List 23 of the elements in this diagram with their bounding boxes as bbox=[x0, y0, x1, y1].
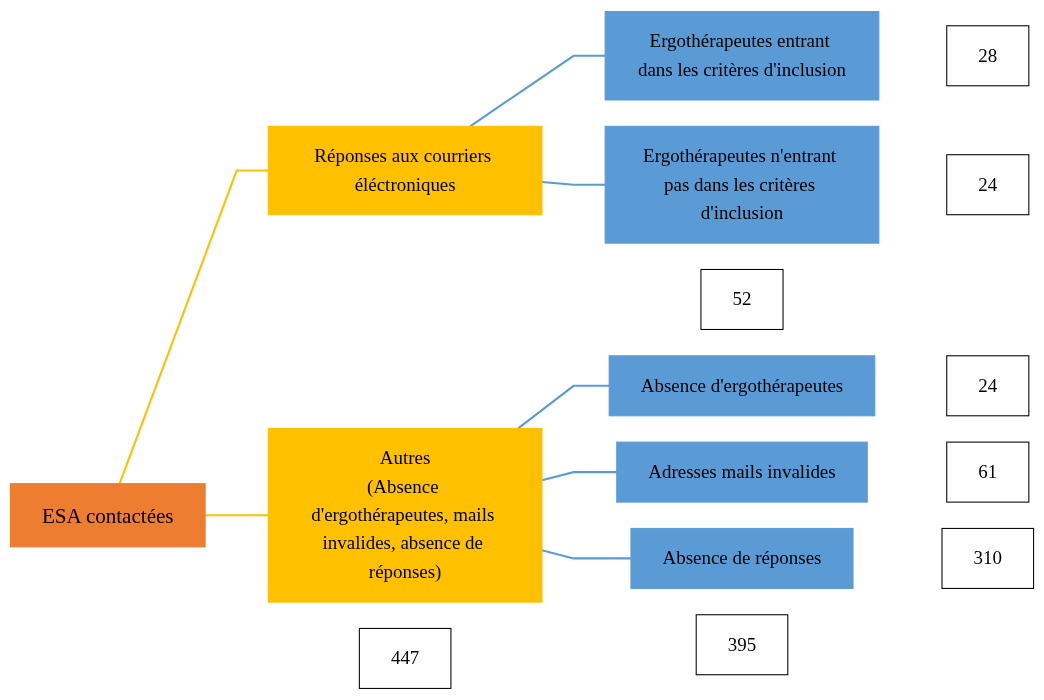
connector bbox=[541, 471, 617, 482]
connector bbox=[541, 549, 631, 560]
node-box: 395 bbox=[695, 614, 789, 676]
node-box: 61 bbox=[946, 441, 1030, 503]
connector bbox=[118, 169, 269, 485]
node-box: Ergothérapeutes entrant dans les critères d'inclusion bbox=[604, 11, 880, 101]
node-box: 310 bbox=[941, 527, 1035, 589]
connector bbox=[469, 54, 606, 128]
node-box: 28 bbox=[946, 25, 1030, 87]
node-box: 24 bbox=[946, 355, 1030, 417]
node-box: Réponses aux courriers éléctroniques bbox=[267, 125, 543, 216]
node-box: 24 bbox=[946, 154, 1030, 216]
node-box: Ergothérapeutes n'entrant pas dans les critères d'inclusion bbox=[604, 125, 880, 244]
node-box: Adresses mails invalides bbox=[616, 441, 868, 503]
connector bbox=[517, 384, 610, 430]
node-box: 447 bbox=[358, 627, 452, 689]
node-box: Autres (Absence d'ergothérapeutes, mails invalides, absence de réponses) bbox=[267, 427, 543, 603]
node-box: Absence d'ergothérapeutes bbox=[608, 355, 876, 417]
node-box: 52 bbox=[700, 268, 784, 330]
connector bbox=[205, 514, 269, 517]
node-box: ESA contactées bbox=[9, 483, 206, 548]
connector bbox=[541, 181, 606, 186]
node-box: Absence de réponses bbox=[630, 527, 854, 589]
